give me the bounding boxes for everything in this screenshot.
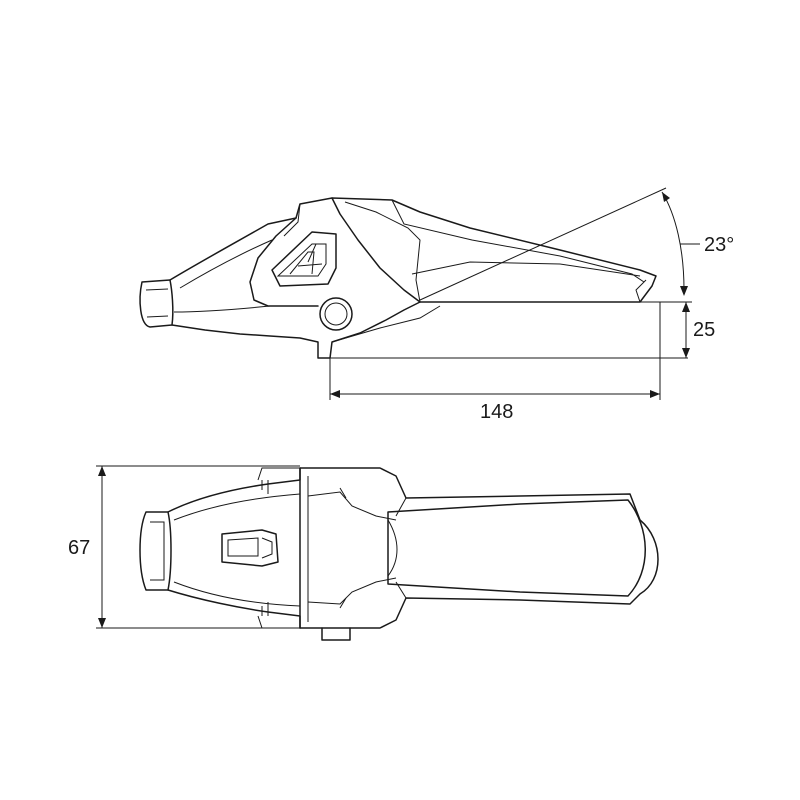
side-view-dimensions: 23° 25 148	[329, 187, 734, 423]
logo-plate	[271, 231, 337, 287]
angle-reference-line	[419, 187, 667, 301]
pin-stub	[321, 627, 351, 641]
pin-hole	[319, 297, 353, 331]
side-view	[139, 197, 657, 359]
top-view-dimensions: 67	[68, 465, 300, 629]
latch	[221, 529, 279, 567]
width-label: 67	[68, 537, 90, 559]
height-label: 25	[693, 319, 715, 341]
top-view	[139, 467, 659, 641]
logo-glyph	[289, 243, 323, 275]
side-view-tooth	[331, 197, 421, 303]
angle-label: 23°	[704, 234, 734, 256]
top-view-tooth	[387, 499, 646, 597]
side-view-pocket	[249, 217, 319, 307]
length-label: 148	[480, 401, 513, 423]
top-view-nose	[139, 511, 172, 591]
angle-arc	[661, 191, 685, 291]
side-view-nose	[139, 279, 174, 328]
top-view-adapter-body	[167, 467, 659, 629]
side-view-adapter-body	[169, 197, 657, 359]
